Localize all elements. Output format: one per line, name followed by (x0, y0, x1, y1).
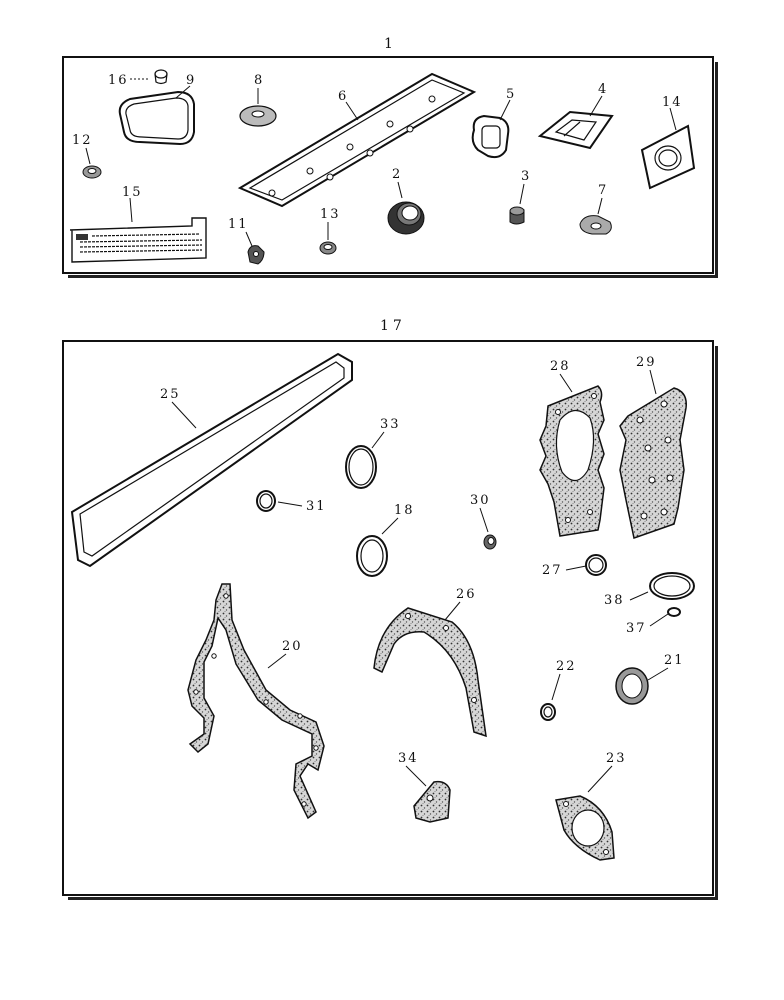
part-25: 25 (70, 352, 353, 568)
part-37: 37 (626, 607, 681, 636)
part-15: 15 (69, 185, 207, 263)
kit-1-label: 1 (384, 36, 397, 52)
part-34: 34 (398, 751, 451, 823)
part-33: 33 (345, 417, 401, 489)
callout-29: 29 (636, 355, 657, 370)
callout-20: 20 (282, 639, 303, 654)
callout-27: 27 (542, 563, 563, 578)
callout-11: 11 (228, 217, 249, 232)
part-23: 23 (555, 751, 627, 861)
part-21: 21 (615, 653, 685, 705)
callout-15: 15 (122, 185, 143, 200)
callout-13: 13 (320, 207, 341, 222)
part-22: 22 (540, 659, 577, 721)
part-13: 13 (319, 207, 341, 255)
part-8: 8 (239, 73, 277, 127)
callout-7: 7 (598, 183, 608, 198)
part-5: 5 (471, 87, 516, 159)
part-7: 7 (579, 183, 612, 235)
callout-2: 2 (392, 167, 402, 182)
part-26: 26 (373, 587, 487, 738)
part-16: 16 (108, 69, 168, 88)
callout-18: 18 (394, 503, 415, 518)
part-3: 3 (509, 169, 531, 225)
callout-9: 9 (186, 73, 196, 88)
part-30: 30 (470, 493, 497, 550)
callout-3: 3 (521, 169, 531, 184)
part-38: 38 (604, 572, 695, 608)
part-29: 29 (619, 355, 687, 539)
callout-28: 28 (550, 359, 571, 374)
part-2: 2 (387, 167, 425, 235)
callout-38: 38 (604, 593, 625, 608)
part-20: 20 (187, 583, 325, 820)
callout-6: 6 (338, 89, 348, 104)
part-14: 14 (640, 95, 696, 190)
part-12: 12 (72, 133, 102, 179)
callout-25: 25 (160, 387, 181, 402)
part-4: 4 (537, 82, 614, 150)
part-9: 9 (118, 73, 196, 146)
part-18: 18 (356, 503, 415, 577)
callout-26: 26 (456, 587, 477, 602)
callout-37: 37 (626, 621, 647, 636)
callout-33: 33 (380, 417, 401, 432)
callout-31: 31 (306, 499, 327, 514)
callout-12: 12 (72, 133, 93, 148)
part-6: 6 (237, 72, 477, 208)
part-11: 11 (228, 217, 265, 265)
callout-34: 34 (398, 751, 419, 766)
callout-4: 4 (598, 82, 608, 97)
part-27: 27 (542, 554, 607, 578)
callout-30: 30 (470, 493, 491, 508)
callout-14: 14 (662, 95, 683, 110)
callout-21: 21 (664, 653, 685, 668)
callout-23: 23 (606, 751, 627, 766)
callout-8: 8 (254, 73, 264, 88)
callout-16: 16 (108, 73, 129, 88)
part-28: 28 (539, 359, 605, 537)
callout-5: 5 (506, 87, 516, 102)
callout-22: 22 (556, 659, 577, 674)
part-31: 31 (256, 490, 327, 514)
kit-17-label: 17 (380, 318, 406, 334)
